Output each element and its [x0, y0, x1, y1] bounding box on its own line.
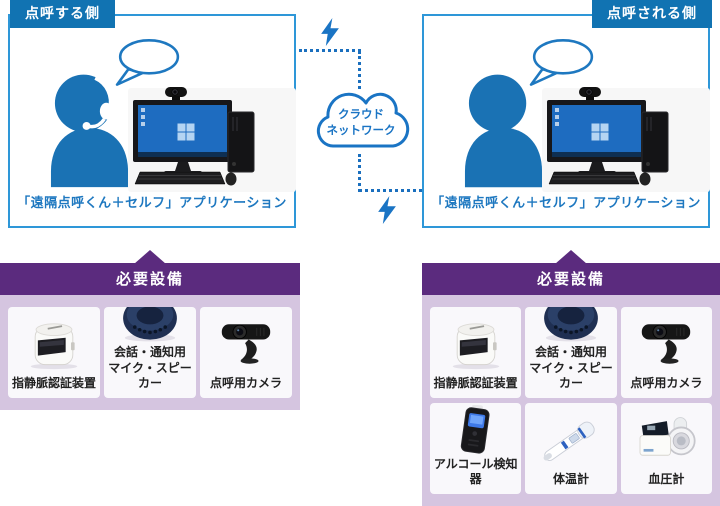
finger-vein-scanner-icon	[11, 318, 97, 370]
equipment-card: 会話・通知用 マイク・スピーカー	[525, 307, 617, 398]
operator-with-headset-icon	[48, 60, 132, 188]
dotted-connector-bottom-horizontal	[359, 189, 422, 192]
caller-equipment-grid: 指静脈認証装置 会話・通知用 マイク・スピーカー 点呼用カメラ	[0, 295, 300, 410]
dotted-connector-bottom-vertical	[358, 154, 361, 192]
speakerphone-icon	[107, 307, 193, 345]
alcohol-checker-icon	[433, 405, 519, 457]
caller-equipment-panel: 必要設備 指静脈認証装置 会話・通知用 マイク・スピーカー 点呼用カメラ	[0, 250, 300, 410]
equipment-card: 体温計	[525, 403, 617, 494]
equipment-card: アルコール検知器	[430, 403, 522, 494]
lightning-bolt-icon	[378, 196, 397, 224]
blood-pressure-monitor-icon	[623, 414, 709, 466]
caller-equipment-header: 必要設備	[0, 250, 300, 295]
cloud-network-label: クラウド ネットワーク	[326, 107, 396, 137]
finger-vein-scanner-icon	[433, 318, 519, 370]
thermometer-icon	[528, 414, 614, 466]
driver-person-icon	[462, 60, 546, 188]
caller-side-label: 点呼する側	[10, 0, 115, 28]
desktop-pc-with-webcam-icon	[542, 86, 710, 194]
callee-equipment-header: 必要設備	[422, 250, 720, 295]
equipment-card: 会話・通知用 マイク・スピーカー	[104, 307, 196, 398]
equipment-card: 点呼用カメラ	[620, 307, 712, 398]
equipment-card: 指静脈認証装置	[8, 307, 100, 398]
speakerphone-icon	[528, 307, 614, 345]
equipment-card: 点呼用カメラ	[200, 307, 292, 398]
desktop-pc-with-webcam-icon	[128, 86, 296, 194]
lightning-bolt-icon	[321, 18, 340, 46]
pointer-triangle	[555, 250, 587, 264]
cloud-network: クラウド ネットワーク	[309, 80, 413, 162]
equipment-card: 血圧計	[620, 403, 712, 494]
equipment-card: 指静脈認証装置	[430, 307, 522, 398]
dotted-connector-top-vertical	[358, 51, 361, 89]
callee-app-caption: 「遠隔点呼くん＋セルフ」アプリケーション	[431, 196, 701, 211]
webcam-icon	[623, 318, 709, 370]
callee-equipment-panel: 必要設備 指静脈認証装置 会話・通知用 マイク・スピーカー 点呼用カメラ アルコ…	[422, 250, 720, 506]
webcam-icon	[203, 318, 289, 370]
caller-app-caption: 「遠隔点呼くん＋セルフ」アプリケーション	[17, 196, 287, 211]
callee-station-box: 「遠隔点呼くん＋セルフ」アプリケーション	[422, 14, 710, 228]
callee-equipment-grid: 指静脈認証装置 会話・通知用 マイク・スピーカー 点呼用カメラ アルコール検知器…	[422, 295, 720, 506]
callee-side-label: 点呼される側	[592, 0, 712, 28]
caller-station-box: 「遠隔点呼くん＋セルフ」アプリケーション	[8, 14, 296, 228]
dotted-connector-top-horizontal	[299, 49, 361, 52]
pointer-triangle	[134, 250, 166, 264]
